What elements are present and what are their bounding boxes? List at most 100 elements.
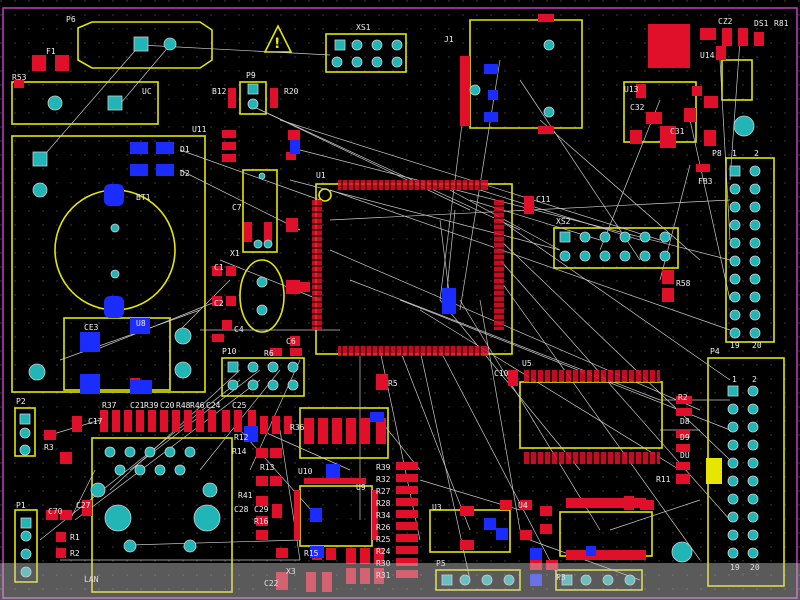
label-r34: R34 xyxy=(376,511,391,520)
label-u9: U9 xyxy=(356,483,366,492)
label-d1: D1 xyxy=(180,145,190,154)
label-xs2: XS2 xyxy=(556,217,571,226)
label-r26: R26 xyxy=(376,523,391,532)
label-u11: U11 xyxy=(192,125,207,134)
label-pin20b: 20 xyxy=(750,563,760,572)
label-c70: C70 xyxy=(48,507,63,516)
outline-p2 xyxy=(14,407,36,457)
label-c1: C1 xyxy=(214,263,224,272)
label-r5: R5 xyxy=(388,379,398,388)
label-c27: C27 xyxy=(76,501,91,510)
label-u3: U3 xyxy=(432,503,442,512)
label-u13: U13 xyxy=(624,85,639,94)
label-r30: R30 xyxy=(376,559,391,568)
label-d8: D8 xyxy=(680,417,690,426)
label-d9: D9 xyxy=(680,433,690,442)
label-p9: P9 xyxy=(246,71,256,80)
label-ds1: DS1 xyxy=(754,19,769,28)
label-fb3: FB3 xyxy=(698,177,713,186)
label-c6: C6 xyxy=(286,337,296,346)
label-p6: P6 xyxy=(66,15,76,24)
label-p4: P4 xyxy=(710,347,720,356)
label-r53: R53 xyxy=(12,73,27,82)
label-c20: C20 xyxy=(160,401,175,410)
outline-u11 xyxy=(242,169,278,253)
label-r15: R15 xyxy=(304,549,319,558)
label-b12: B12 xyxy=(212,87,227,96)
outline-u10 xyxy=(299,407,389,459)
label-u5: U5 xyxy=(522,359,532,368)
label-u8: U8 xyxy=(136,319,146,328)
label-cz2: CZ2 xyxy=(718,17,733,26)
label-r14: R14 xyxy=(232,447,247,456)
outline-p8 xyxy=(725,157,775,343)
board-outline xyxy=(2,7,798,599)
label-r6: R6 xyxy=(264,349,274,358)
label-pin2: 2 xyxy=(754,149,759,158)
label-c25: C25 xyxy=(232,401,247,410)
label-r13: R13 xyxy=(260,463,275,472)
label-c32: C32 xyxy=(630,103,645,112)
u5-pin-gaps xyxy=(529,370,657,464)
outline-uc xyxy=(11,81,159,125)
label-u1: U1 xyxy=(316,171,326,180)
label-r31: R31 xyxy=(376,571,391,580)
label-pin2b: 2 xyxy=(752,375,757,384)
outline-xs2 xyxy=(553,227,679,269)
label-c22: C22 xyxy=(264,579,279,588)
label-p8: P8 xyxy=(712,149,722,158)
through-hole-layer xyxy=(19,36,761,586)
u1-pins xyxy=(312,180,504,356)
outline-bt1-area xyxy=(11,135,206,393)
label-c29: C29 xyxy=(254,505,269,514)
blue-pads-layer xyxy=(80,64,596,586)
label-p2: P2 xyxy=(16,397,26,406)
label-x1: X1 xyxy=(230,249,240,258)
label-c21: C21 xyxy=(130,401,145,410)
label-j1: J1 xyxy=(444,35,454,44)
yellow-smd-part xyxy=(706,458,722,484)
label-c2: C2 xyxy=(214,299,224,308)
label-u14: U14 xyxy=(700,51,715,60)
outline-u14 xyxy=(721,59,753,101)
label-pin20: 20 xyxy=(752,341,762,350)
label-c17: C17 xyxy=(88,417,103,426)
label-pin1: 1 xyxy=(732,149,737,158)
bottom-status-overlay xyxy=(0,563,800,600)
label-c7: C7 xyxy=(232,203,242,212)
label-pin19b: 19 xyxy=(730,563,740,572)
label-r1: R1 xyxy=(70,533,80,542)
label-r25: R25 xyxy=(376,535,391,544)
outline-p6 xyxy=(77,21,213,69)
designator-labels: P6 F1 R53 UC U11 BT1 D1 D2 CE3 U8 B12 P9… xyxy=(12,15,789,588)
outline-p3 xyxy=(555,569,643,591)
label-r41: R41 xyxy=(238,491,253,500)
label-lan: LAN xyxy=(84,575,99,584)
label-r46: R46 xyxy=(190,401,205,410)
label-r39: R39 xyxy=(144,401,159,410)
label-x3: X3 xyxy=(286,567,296,576)
outline-xs1 xyxy=(325,33,407,73)
label-pin19: 19 xyxy=(730,341,740,350)
label-c24: C24 xyxy=(206,401,221,410)
label-p5: P5 xyxy=(436,559,446,568)
misc-pin-rows xyxy=(294,56,646,560)
label-r39b: R39 xyxy=(376,463,391,472)
label-r20: R20 xyxy=(284,87,299,96)
label-r12: R12 xyxy=(234,433,249,442)
outline-x1 xyxy=(239,259,285,333)
label-pin1b: 1 xyxy=(732,375,737,384)
label-du: DU xyxy=(680,451,690,460)
label-r2: R2 xyxy=(678,393,688,402)
outline-p1 xyxy=(14,509,38,583)
label-r3: R3 xyxy=(44,443,54,452)
label-r27: R27 xyxy=(376,487,391,496)
label-bt1: BT1 xyxy=(136,193,151,202)
label-u4: U4 xyxy=(518,501,528,510)
label-p10: P10 xyxy=(222,347,237,356)
warning-triangle-icon: ! xyxy=(274,36,280,52)
label-r32: R32 xyxy=(376,475,391,484)
label-p1: P1 xyxy=(16,501,26,510)
smd-pads-layer xyxy=(14,14,764,592)
